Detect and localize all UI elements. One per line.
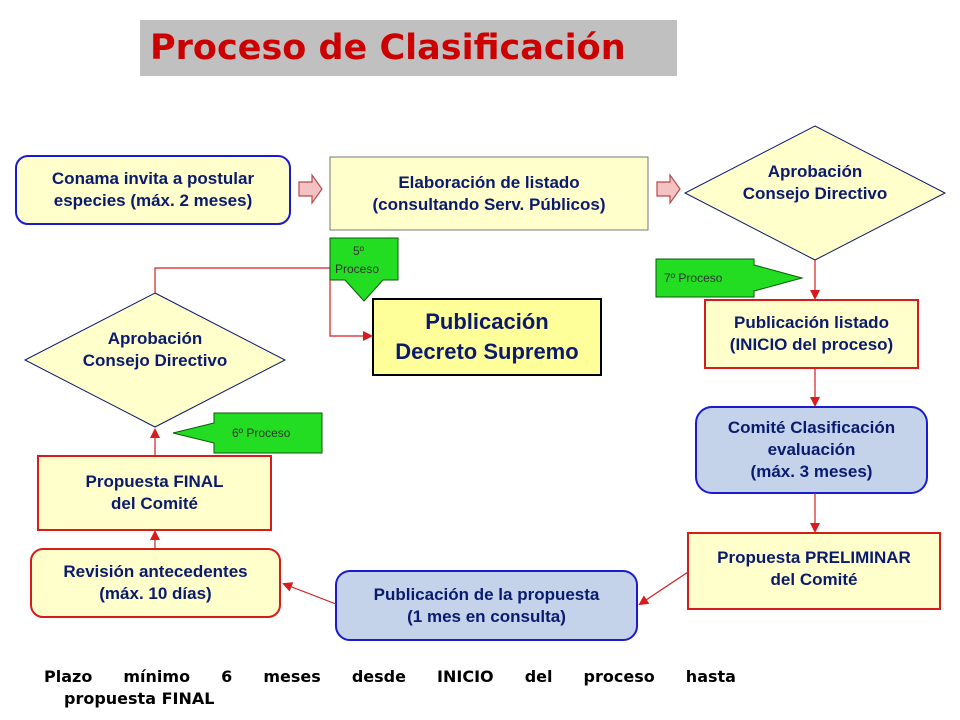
proceso-7-label: 7º Proceso [664, 271, 723, 285]
footnote-line-2: propuesta FINAL [64, 689, 215, 708]
comite-line-2: evaluación [767, 440, 856, 459]
publicacion-listado-line-2: (INICIO del proceso) [729, 335, 894, 354]
decreto-line-1: Publicación [425, 309, 549, 334]
connector-preliminar-to-publicacion [638, 571, 689, 606]
conama-node: Conama invita a postular especies (máx. … [16, 156, 290, 224]
conama-line-2: especies (máx. 2 meses) [53, 191, 253, 210]
aprobacion-left-line-1: Aprobación [107, 329, 203, 348]
publicacion-listado-node-shape [704, 299, 919, 369]
green-arrow-7-proceso [655, 258, 804, 298]
aprobacion-left-node: Aprobación Consejo Directivo [55, 313, 255, 387]
publicacion-propuesta-node-shape [335, 570, 638, 641]
revision-line-1: Revisión antecedentes [63, 562, 248, 581]
conama-node-shape [15, 155, 291, 225]
revision-node: Revisión antecedentes (máx. 10 días) [31, 549, 280, 617]
footnote-word: desde [351, 667, 406, 686]
footnote-word: hasta [685, 667, 736, 686]
decreto-line-2: Decreto Supremo [395, 339, 579, 364]
footnote-word: Plazo [44, 667, 93, 686]
publicacion-listado-line-1: Publicación listado [734, 313, 889, 332]
footnote-word: 6 [221, 667, 233, 686]
propuesta-final-node-shape [37, 455, 272, 531]
elaboracion-node: Elaboración de listado (consultando Serv… [330, 157, 648, 230]
aprobacion-top-line-2: Consejo Directivo [742, 184, 888, 203]
title-background [140, 20, 677, 76]
preliminar-line-1: Propuesta PRELIMINAR [717, 548, 911, 567]
proceso-5-word: Proceso [335, 262, 380, 276]
publicacion-propuesta-node: Publicación de la propuesta (1 mes en co… [336, 571, 637, 640]
footnote-line-1: Plazo mínimo 6 meses desde INICIO del pr… [44, 666, 736, 688]
propuesta-final-node: Propuesta FINAL del Comité [38, 456, 271, 530]
aprobacion-top-node: Aprobación Consejo Directivo [715, 146, 915, 220]
decreto-node: Publicación Decreto Supremo [373, 299, 601, 375]
footnote-word: INICIO [437, 667, 494, 686]
footnote-word: meses [263, 667, 321, 686]
green-arrow-6-proceso [172, 412, 323, 454]
footnote-word: proceso [583, 667, 655, 686]
publicacion-propuesta-line-1: Publicación de la propuesta [373, 584, 600, 604]
pink-arrow-1 [298, 173, 323, 205]
revision-line-2: (máx. 10 días) [99, 584, 212, 603]
aprobacion-left-diamond [23, 292, 287, 428]
comite-evaluacion-node: Comité Clasificación evaluación (máx. 3 … [696, 407, 927, 493]
propuesta-preliminar-node-shape [687, 532, 941, 610]
aprobacion-top-line-1: Aprobación [767, 162, 863, 181]
footnote-word: del [524, 667, 553, 686]
elaboracion-line-1: Elaboración de listado [398, 172, 580, 192]
proceso-5-number: 5º [353, 244, 365, 258]
aprobacion-left-line-2: Consejo Directivo [82, 351, 228, 370]
final-line-2: del Comité [111, 494, 198, 513]
comite-evaluacion-node-shape [695, 406, 928, 494]
pink-arrow-2 [656, 173, 681, 205]
elaboracion-node-shape [329, 156, 649, 231]
footnote: Plazo mínimo 6 meses desde INICIO del pr… [44, 666, 736, 710]
publicacion-propuesta-line-2: (1 mes en consulta) [407, 606, 566, 626]
green-arrow-5-proceso [329, 237, 399, 302]
preliminar-line-2: del Comité [770, 570, 858, 589]
publicacion-listado-node: Publicación listado (INICIO del proceso) [705, 300, 918, 368]
decreto-node-shape [372, 298, 602, 376]
page-title: Proceso de Clasificación [150, 28, 626, 68]
propuesta-preliminar-node: Propuesta PRELIMINAR del Comité [688, 533, 940, 609]
elaboracion-line-2: (consultando Serv. Públicos) [372, 194, 606, 214]
footnote-word: mínimo [123, 667, 191, 686]
conama-line-1: Conama invita a postular [51, 169, 255, 188]
connector-publicacion-to-revision [282, 582, 337, 605]
proceso-6-label: 6º Proceso [232, 426, 291, 440]
comite-line-1: Comité Clasificación [727, 418, 896, 437]
final-line-1: Propuesta FINAL [85, 472, 224, 491]
comite-line-3: (máx. 3 meses) [750, 462, 873, 481]
